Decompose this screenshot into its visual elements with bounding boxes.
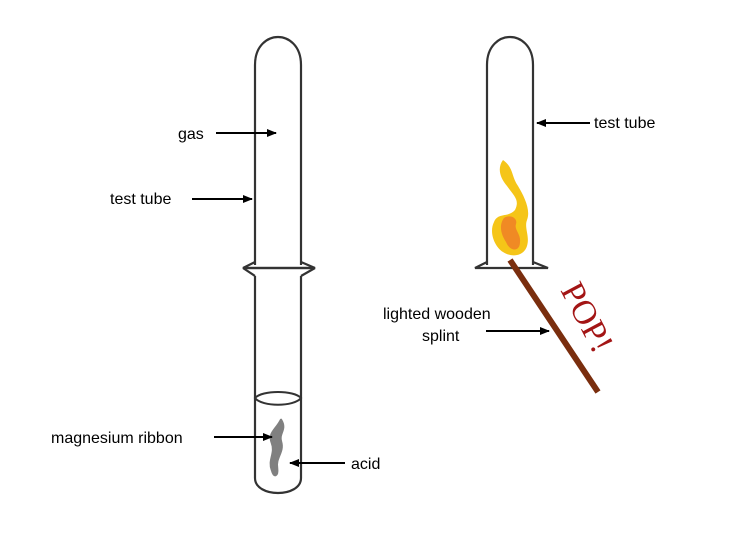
acid-label: acid: [351, 456, 380, 473]
test-tube-left-label: test tube: [110, 191, 171, 208]
test-tube-right-label: test tube: [594, 115, 655, 132]
magnesium-ribbon: [269, 418, 285, 477]
flame: [492, 160, 529, 256]
test-tube-right: [474, 35, 549, 270]
gas-label: gas: [178, 126, 204, 143]
pop-text: POP!: [553, 276, 620, 358]
splint-label-line1: lighted wooden: [383, 306, 491, 323]
reaction-tube: [242, 266, 316, 495]
magnesium-ribbon-label: magnesium ribbon: [51, 430, 183, 447]
splint-label-line2: splint: [422, 328, 460, 345]
collecting-tube: [242, 35, 316, 270]
acid-surface: [253, 391, 303, 406]
wooden-splint: [507, 258, 601, 394]
